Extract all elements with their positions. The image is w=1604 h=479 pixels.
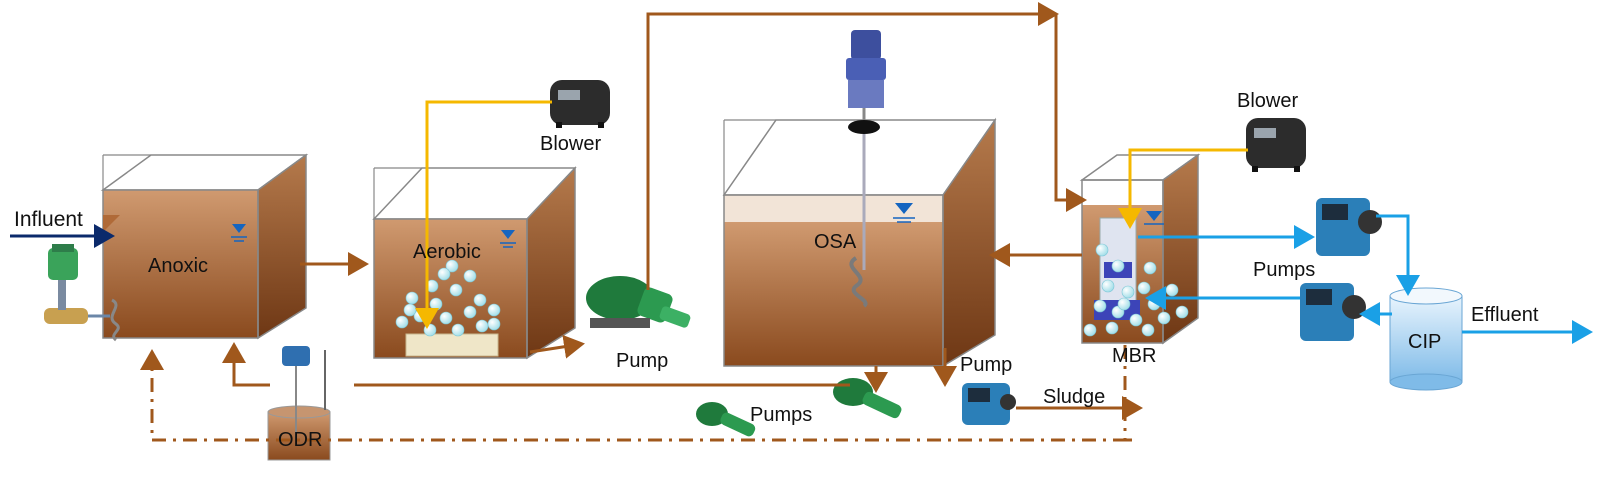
- bubble: [439, 311, 453, 325]
- bubble: [487, 303, 501, 317]
- bubble: [1111, 259, 1125, 273]
- water-level-icon: [1144, 211, 1164, 225]
- bubble: [449, 283, 463, 297]
- bubble: [451, 323, 465, 337]
- water-level-icon: [231, 224, 247, 242]
- blower-icon: [1246, 118, 1306, 172]
- effluent-label: Effluent: [1471, 304, 1539, 326]
- bubble: [1129, 313, 1143, 327]
- osa-tank: [722, 117, 997, 368]
- bubble: [475, 319, 489, 333]
- pumps-label: Pumps: [750, 404, 812, 426]
- peristaltic-pump-icon: [962, 383, 1016, 425]
- aerobic-tank: [372, 166, 577, 360]
- bubble: [405, 291, 419, 305]
- aerobic-label: Aerobic: [413, 241, 481, 263]
- blower-icon: [550, 80, 610, 128]
- bubble: [1143, 261, 1157, 275]
- pump-label: Pump: [960, 354, 1012, 376]
- bubble: [1121, 285, 1135, 299]
- progressive-cavity-pump-icon: [586, 276, 691, 328]
- bubble: [1147, 297, 1161, 311]
- bubble: [487, 317, 501, 331]
- bubble: [1137, 281, 1151, 295]
- progressive-cavity-pump-icon: [696, 402, 756, 437]
- water-level-icon: [500, 230, 516, 248]
- bubble: [463, 269, 477, 283]
- pumps-label: Pumps: [1253, 259, 1315, 281]
- anoxic-tank: [100, 153, 309, 340]
- bubble: [1175, 305, 1189, 319]
- bubble: [1095, 243, 1109, 257]
- bubble: [403, 303, 417, 317]
- bubble: [473, 293, 487, 307]
- blower-label: Blower: [540, 133, 601, 155]
- cip-tank: [1389, 287, 1463, 391]
- flow-lines: [10, 2, 1593, 442]
- odr-reactor: [267, 346, 331, 461]
- sludge-label: Sludge: [1043, 386, 1105, 408]
- bubble: [445, 259, 459, 273]
- bubble: [463, 305, 477, 319]
- peristaltic-pump-icon: [1300, 283, 1366, 341]
- bubble: [1141, 323, 1155, 337]
- odr-label: ODR: [278, 429, 322, 451]
- pump-label: Pump: [616, 350, 668, 372]
- bubble: [429, 297, 443, 311]
- mbr-label: MBR: [1112, 345, 1156, 367]
- influent-label: Influent: [14, 208, 83, 231]
- peristaltic-pump-icon: [1316, 198, 1382, 256]
- cip-label: CIP: [1408, 331, 1441, 353]
- bubble: [395, 315, 409, 329]
- blower-label: Blower: [1237, 90, 1298, 112]
- bubble: [1105, 321, 1119, 335]
- bubble: [1083, 323, 1097, 337]
- mixer-icon: [44, 244, 120, 342]
- bubble: [437, 267, 451, 281]
- water-level-icon: [893, 203, 915, 223]
- osa-label: OSA: [814, 231, 857, 253]
- bubble: [1093, 299, 1107, 313]
- osa-mixer-icon: [846, 30, 886, 308]
- bubble: [1165, 283, 1179, 297]
- bubble: [1117, 297, 1131, 311]
- bubble: [1157, 311, 1171, 325]
- bubble: [1101, 279, 1115, 293]
- aeration-bubbles: [395, 259, 501, 337]
- anoxic-label: Anoxic: [148, 255, 208, 277]
